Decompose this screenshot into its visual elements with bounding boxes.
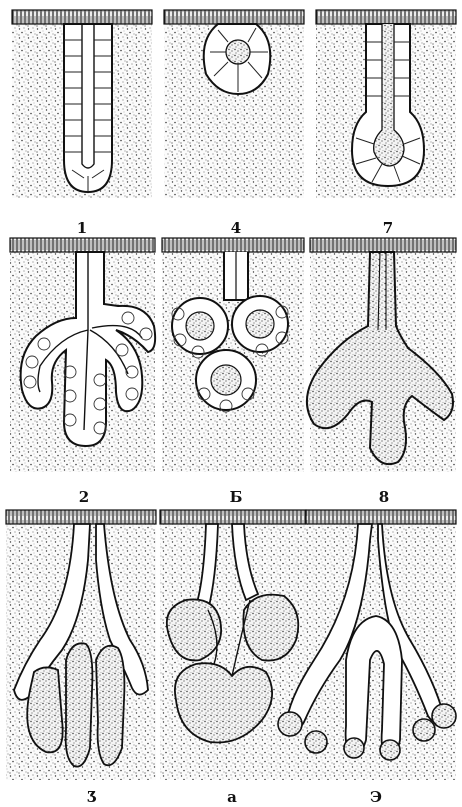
gland-tube (64, 24, 112, 192)
panel-label-9: Э (370, 788, 382, 806)
surface-epithelium (6, 510, 156, 524)
panel-1: 1 (12, 10, 152, 237)
panel-label-5: Б (230, 488, 243, 506)
panel-label-4: 4 (231, 219, 241, 237)
panel-3: Ʒ (6, 510, 156, 806)
panel-label-3: Ʒ (87, 788, 97, 806)
panel-2: 2 (10, 238, 155, 506)
surface-epithelium (306, 510, 456, 524)
panel-8: 8 (307, 238, 456, 506)
panel-label-1: 1 (77, 219, 87, 237)
panel-label-2: 2 (79, 488, 89, 506)
surface-epithelium (160, 510, 306, 524)
surface-epithelium (310, 238, 456, 252)
panel-5: Б (162, 238, 304, 506)
surface-epithelium (162, 238, 304, 252)
panel-label-8: 8 (379, 488, 389, 506)
panel-label-7: 7 (383, 219, 393, 237)
panel-7: 7 (316, 10, 456, 237)
surface-epithelium (164, 10, 304, 24)
surface-epithelium (316, 10, 456, 24)
panel-6: а (160, 510, 306, 806)
panel-label-6: а (227, 788, 237, 806)
panel-4: 4 (164, 10, 304, 237)
surface-epithelium (12, 10, 152, 24)
surface-epithelium (10, 238, 155, 252)
gland-lumen (226, 40, 250, 64)
